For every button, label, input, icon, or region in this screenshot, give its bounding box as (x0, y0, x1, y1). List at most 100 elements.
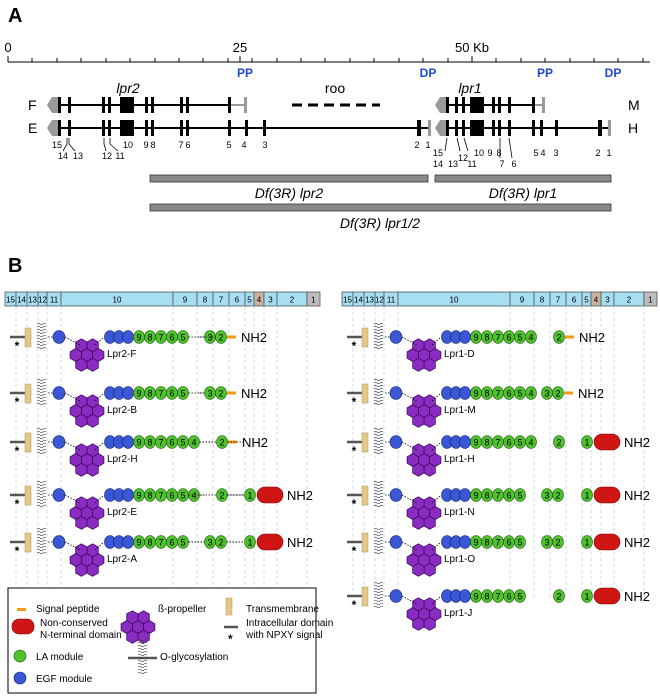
o-glycosylation (36, 480, 47, 508)
svg-text:6: 6 (506, 538, 511, 548)
lpr1-exon-bar-label: 4 (594, 296, 599, 305)
svg-text:7: 7 (158, 438, 163, 448)
svg-text:2: 2 (219, 438, 224, 448)
svg-text:2: 2 (218, 389, 223, 399)
svg-text:NH2: NH2 (287, 535, 313, 550)
beta-propeller (406, 496, 442, 530)
egf-module-legend-icon (13, 671, 27, 685)
svg-text:9: 9 (473, 592, 478, 602)
svg-text:9: 9 (473, 438, 478, 448)
svg-text:6: 6 (506, 491, 511, 501)
scale-tick-25: 25 (233, 40, 247, 55)
panel-b-label: B (8, 255, 22, 277)
svg-text:2: 2 (218, 538, 223, 548)
panel-a-label: A (8, 5, 22, 27)
lpr1-exon-bar-label: 9 (520, 296, 525, 305)
lpr1-transcript-H (435, 120, 611, 136)
svg-text:5: 5 (226, 140, 231, 150)
svg-text:7: 7 (499, 159, 504, 169)
svg-text:1: 1 (584, 592, 589, 602)
la-module (215, 386, 227, 400)
deficiency-bar-lpr2 (149, 174, 429, 183)
svg-text:3: 3 (207, 333, 212, 343)
svg-text:2: 2 (555, 491, 560, 501)
svg-text:1: 1 (606, 148, 611, 158)
svg-text:4: 4 (191, 491, 196, 501)
svg-text:9: 9 (473, 538, 478, 548)
o-glycosylation (36, 527, 47, 555)
lpr1-exon-bar-label: 11 (387, 296, 396, 305)
lpr1-exon-bar-label: 8 (540, 296, 545, 305)
isoform-name: Lpr2-A (107, 554, 137, 565)
svg-text:5: 5 (180, 389, 185, 399)
la-module (177, 386, 189, 400)
svg-text:2: 2 (556, 438, 561, 448)
beta-propeller (406, 443, 442, 477)
svg-text:*: * (15, 497, 20, 511)
svg-text:3: 3 (262, 140, 267, 150)
beta-propeller (69, 543, 105, 577)
svg-text:*: * (352, 395, 357, 409)
lpr1-exon-bar-label: 15 (343, 296, 352, 305)
la-module (581, 589, 593, 603)
svg-text:6: 6 (506, 333, 511, 343)
lpr1-exon-bar-label: 14 (354, 296, 363, 305)
svg-text:1: 1 (584, 538, 589, 548)
beta-propeller (69, 443, 105, 477)
svg-text:3: 3 (207, 389, 212, 399)
svg-text:10: 10 (474, 148, 484, 158)
beta-propeller (406, 394, 442, 428)
svg-text:9: 9 (487, 148, 492, 158)
svg-text:8: 8 (147, 333, 152, 343)
la-module (552, 535, 564, 549)
lpr2-exon-bar-label: 9 (183, 296, 188, 305)
la-module (244, 535, 256, 549)
scale-tick-50: 50 Kb (455, 40, 489, 55)
svg-text:*: * (352, 444, 357, 458)
isoform-name: Lpr1-H (444, 454, 475, 465)
isoform-letter-F: F (28, 97, 37, 113)
nterm-domain (593, 486, 621, 504)
svg-text:11: 11 (467, 159, 476, 169)
svg-text:9: 9 (136, 538, 141, 548)
svg-text:9: 9 (143, 140, 148, 150)
deficiency-label-lpr1-2: Df(3R) lpr1/2 (340, 215, 420, 231)
svg-text:5: 5 (517, 491, 522, 501)
lpr2-exon-bar-label: 6 (235, 296, 240, 305)
deficiency-bar-lpr1-2 (149, 203, 612, 212)
svg-text:9: 9 (473, 389, 478, 399)
svg-text:*: * (352, 339, 357, 353)
signal-peptide-legend-icon (17, 608, 26, 611)
svg-text:9: 9 (473, 491, 478, 501)
lpr2-exon-bar-label: 1 (311, 296, 316, 305)
svg-text:3: 3 (544, 389, 549, 399)
lpr1-exon-bar-label: 6 (572, 296, 577, 305)
lpr2-exon-bar-label: 8 (203, 296, 208, 305)
o-glycosylation (373, 378, 384, 406)
isoform-name: Lpr1-D (444, 349, 475, 360)
beta-propeller (69, 496, 105, 530)
lpr1-exon-bar-1 (643, 291, 658, 307)
svg-text:1: 1 (584, 438, 589, 448)
legend: Signal peptide Non-conserved N-terminal … (7, 587, 333, 694)
isoform-letter-H: H (628, 120, 638, 136)
signal-peptide (565, 335, 574, 339)
svg-text:5: 5 (517, 333, 522, 343)
lpr1-transcript-M (435, 97, 545, 113)
svg-text:6: 6 (169, 333, 174, 343)
svg-text:NH2: NH2 (578, 386, 604, 401)
svg-text:11: 11 (115, 151, 124, 161)
lpr2-transcript-F (47, 97, 247, 113)
svg-text:4: 4 (528, 333, 533, 343)
lpr1-exon-bar-label: 13 (365, 296, 374, 305)
nterm-domain (256, 486, 284, 504)
beta-propeller (406, 597, 442, 631)
svg-text:8: 8 (484, 389, 489, 399)
